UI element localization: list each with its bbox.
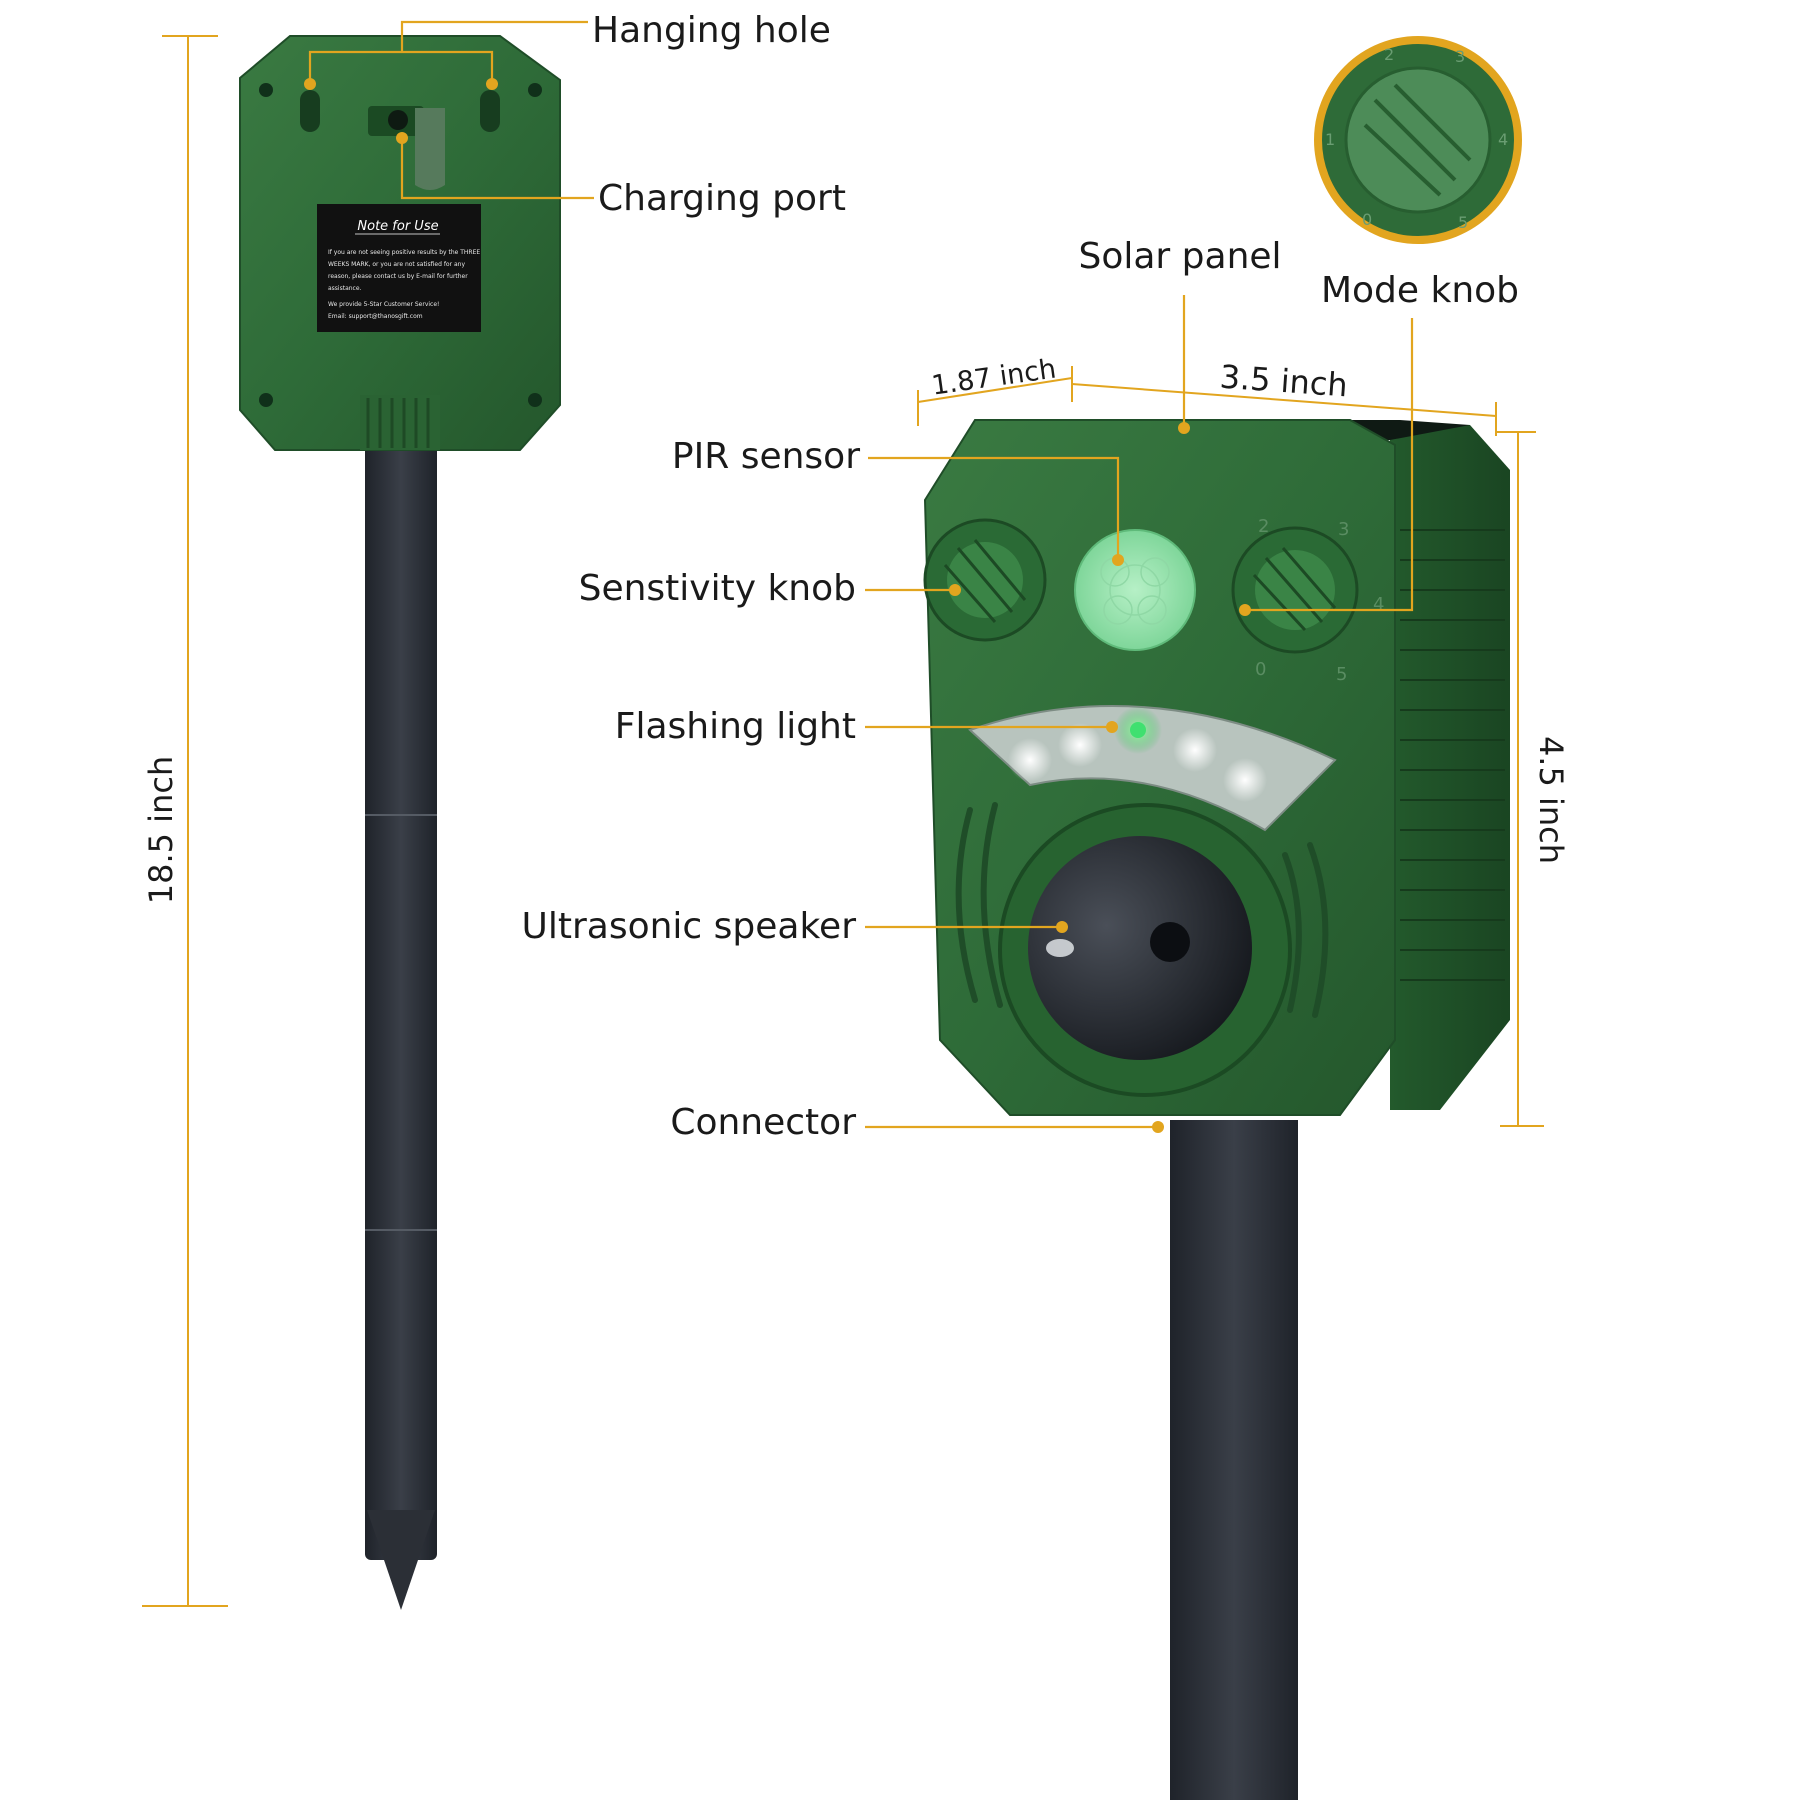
- label-solar-panel: Solar panel: [1078, 236, 1281, 277]
- screw-icon: [259, 393, 273, 407]
- zoom-number-5: 5: [1458, 213, 1468, 232]
- mode-knob-detail: 2 3 1 4 0 5: [1314, 36, 1522, 244]
- mode-number-4: 4: [1373, 594, 1384, 615]
- label-sensitivity-knob: Senstivity knob: [579, 568, 856, 609]
- zoom-number-2: 2: [1384, 45, 1394, 64]
- led-white: [1008, 738, 1052, 782]
- charging-port: [388, 110, 408, 130]
- callout-sensitivity-knob: Senstivity knob: [579, 568, 961, 609]
- label-pir-sensor: PIR sensor: [672, 436, 860, 477]
- side-panel: [1390, 425, 1510, 1110]
- dimension-width: 3.5 inch: [1071, 358, 1497, 436]
- note-card-title: Note for Use: [357, 219, 438, 234]
- zoom-number-1: 1: [1325, 130, 1335, 149]
- speaker-highlight: [1046, 939, 1074, 957]
- label-flashing-light: Flashing light: [615, 706, 856, 747]
- dimension-body-height: 4.5 inch: [1496, 431, 1570, 1127]
- label-charging-port: Charging port: [598, 178, 846, 219]
- zoom-number-3: 3: [1455, 47, 1465, 66]
- mode-number-2: 2: [1258, 516, 1269, 537]
- mounting-pole: [1170, 1120, 1298, 1800]
- note-line: If you are not seeing positive results b…: [328, 249, 480, 256]
- dim-depth: 1.87 inch: [930, 354, 1058, 402]
- label-mode-knob: Mode knob: [1321, 270, 1519, 311]
- label-hanging-hole: Hanging hole: [592, 10, 831, 51]
- zoom-number-4: 4: [1498, 130, 1508, 149]
- dimension-total-height: 18.5 inch: [142, 35, 228, 1607]
- callout-pir-sensor: PIR sensor: [672, 436, 1124, 566]
- led-white: [1173, 728, 1217, 772]
- label-connector: Connector: [670, 1102, 856, 1143]
- led-white: [1223, 758, 1267, 802]
- ultrasonic-speaker: [1028, 836, 1252, 1060]
- callout-mode-knob: Mode knob: [1239, 270, 1519, 616]
- note-card: [317, 204, 481, 332]
- screw-icon: [528, 83, 542, 97]
- zoom-number-0: 0: [1362, 210, 1372, 229]
- speaker-core: [1150, 922, 1190, 962]
- led-white: [1058, 723, 1102, 767]
- hanging-hole-right: [480, 90, 500, 132]
- front-view: 2 3 4 0 5: [923, 419, 1510, 1800]
- note-line: We provide 5-Star Customer Service!: [328, 301, 439, 308]
- ground-stake: [365, 440, 437, 1560]
- callout-flashing-light: Flashing light: [615, 706, 1118, 747]
- dim-width: 3.5 inch: [1219, 358, 1349, 405]
- back-view: Note for Use If you are not seeing posit…: [239, 35, 561, 1610]
- dim-total-height: 18.5 inch: [142, 756, 180, 904]
- callout-charging-port: Charging port: [396, 132, 846, 219]
- callout-ultrasonic-speaker: Ultrasonic speaker: [522, 906, 1068, 947]
- pir-sensor: [1074, 529, 1196, 651]
- mode-number-5: 5: [1336, 664, 1347, 685]
- note-line: Email: support@thanosgift.com: [328, 313, 423, 320]
- mode-number-0: 0: [1255, 659, 1266, 680]
- screw-icon: [528, 393, 542, 407]
- note-line: assistance.: [328, 285, 362, 292]
- dim-body-height: 4.5 inch: [1532, 736, 1570, 864]
- screw-icon: [259, 83, 273, 97]
- hanging-hole-left: [300, 90, 320, 132]
- callout-connector: Connector: [670, 1102, 1164, 1143]
- note-line: reason, please contact us by E-mail for …: [328, 273, 468, 280]
- mode-knob-zoom-cap: [1344, 66, 1492, 214]
- mode-number-3: 3: [1338, 519, 1349, 540]
- stake-tip: [367, 1510, 435, 1610]
- led-green-core: [1130, 722, 1146, 738]
- note-line: WEEKS MARK, or you are not satisfied for…: [328, 261, 465, 268]
- callout-solar-panel: Solar panel: [1078, 236, 1282, 434]
- port-cover: [415, 108, 445, 190]
- dimension-depth: 1.87 inch: [917, 354, 1073, 426]
- label-ultrasonic-speaker: Ultrasonic speaker: [522, 906, 857, 947]
- callout-hanging-hole: Hanging hole: [304, 10, 831, 90]
